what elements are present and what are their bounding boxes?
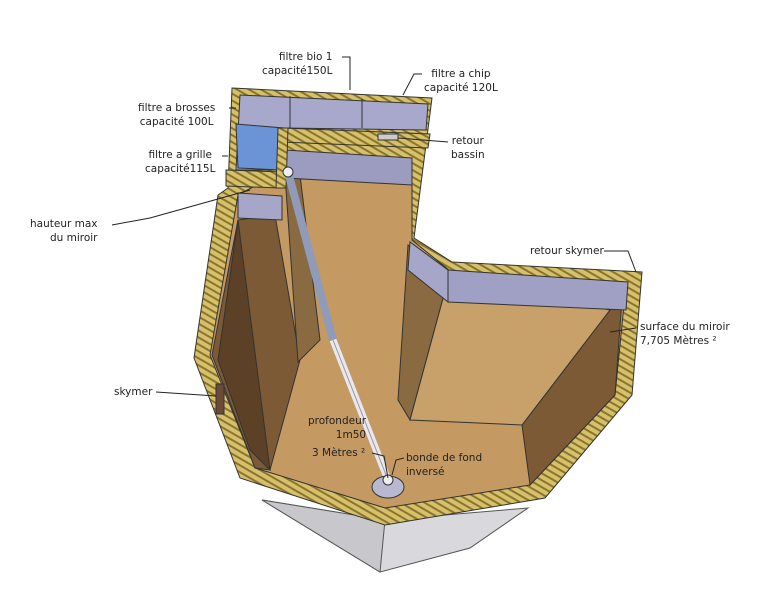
retour-bassin-outlet [377, 133, 399, 141]
skimmer [215, 383, 225, 415]
label-line: capacité150L [262, 65, 333, 77]
label-bonde-de-fond: bonde de fond inversé [406, 451, 482, 479]
label-filtre-chip: filtre a chip capacité 120L [424, 67, 498, 95]
label-surface-miroir: surface du miroir 7,705 Mètres ² [640, 320, 730, 348]
label-line: bonde de fond [406, 452, 483, 464]
label-surface-fond: 3 Mètres ² [312, 447, 366, 459]
label-line: retour [451, 135, 484, 147]
label-filtre-grille: filtre a grille capacité115L [145, 148, 215, 176]
label-filtre-bio: filtre bio 1 capacité150L [262, 50, 332, 78]
label-line: filtre a chip [431, 68, 491, 80]
label-line: filtre a brosses [138, 102, 216, 114]
label-line: capacité 120L [424, 82, 498, 94]
leader-lines [111, 56, 637, 479]
label-line: 1m50 [335, 429, 367, 441]
label-line: profondeur [308, 415, 367, 427]
label-line: inversé [406, 466, 445, 478]
label-skymer: skymer [114, 386, 153, 398]
label-line: du miroir [49, 232, 98, 244]
label-line: bassin [451, 149, 485, 161]
label-line: filtre bio 1 [278, 51, 333, 63]
bottom-drain-pipe [284, 170, 337, 342]
label-filtre-brosses: filtre a brosses capacité 100L [138, 101, 215, 129]
label-profondeur: profondeur 1m50 [308, 414, 366, 442]
label-retour-bassin: retour bassin [451, 134, 485, 162]
label-line: capacité115L [145, 163, 216, 175]
label-line: filtre a grille [148, 149, 212, 161]
label-line: capacité 100L [139, 116, 214, 128]
label-line: 7,705 Mètres ² [640, 335, 717, 347]
label-retour-skymer: retour skymer [530, 245, 604, 257]
label-hauteur-max: hauteur max du miroir [30, 217, 98, 245]
label-line: surface du miroir [640, 321, 730, 333]
label-line: hauteur max [30, 218, 98, 230]
